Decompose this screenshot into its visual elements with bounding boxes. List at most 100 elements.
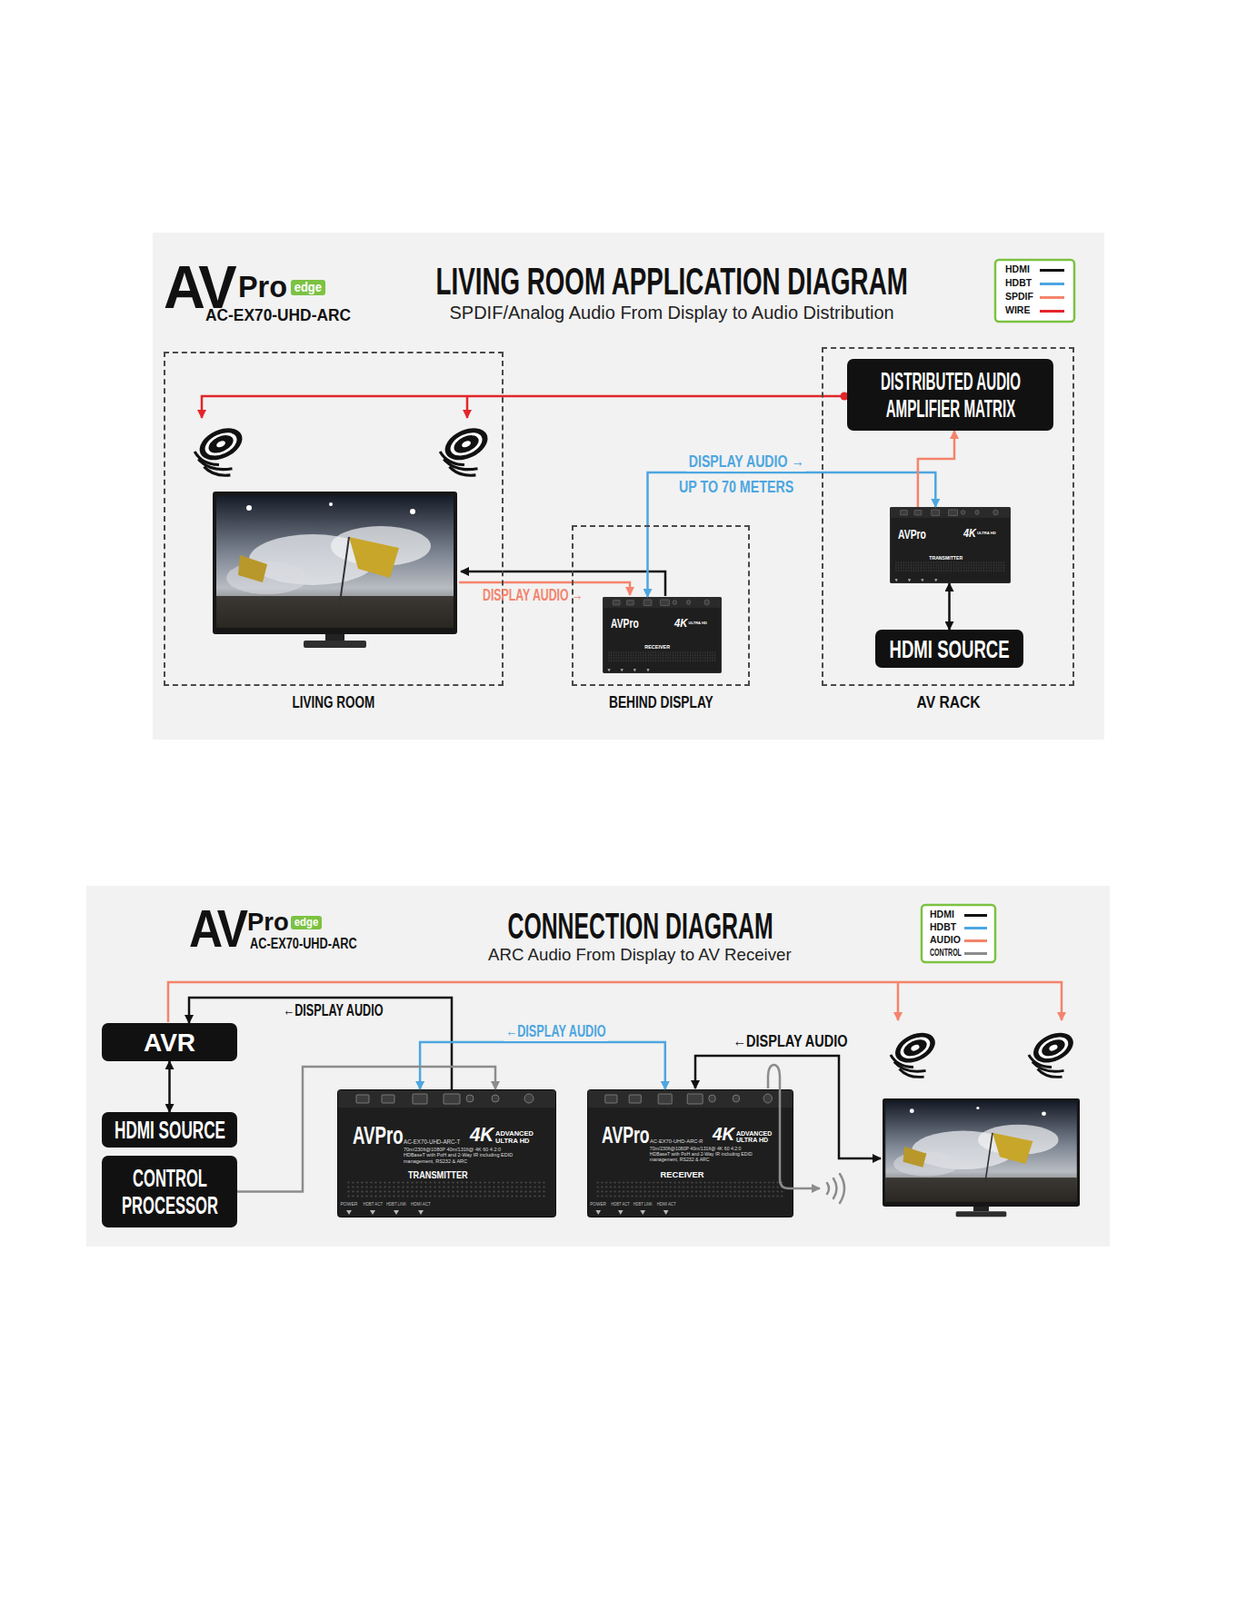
legend-swatch	[964, 939, 988, 943]
device-print: ULTRA HD	[688, 621, 717, 626]
connector	[917, 430, 955, 508]
device-print: HDBT LINK	[633, 1202, 653, 1208]
legend-text: SPDIF	[1005, 291, 1034, 303]
legend-swatch	[1039, 296, 1065, 300]
edge-label: ←DISPLAY AUDIO	[280, 1001, 385, 1021]
legend-text: HDBT	[929, 922, 957, 934]
speaker-wire	[201, 392, 849, 419]
room-region: LIVING ROOM	[163, 351, 504, 687]
device-print: AVPro	[610, 616, 639, 632]
ir-emitter	[839, 1174, 845, 1204]
wire-label: DISPLAY AUDIO →	[482, 586, 583, 606]
display-wire	[897, 982, 900, 1021]
amplifier-box: DISTRIBUTED AUDIO AMPLIFIER MATRIX	[847, 359, 1054, 431]
legend-swatch	[964, 927, 988, 930]
device-print: 4K	[963, 528, 977, 540]
panel	[86, 232, 1110, 1247]
device-print: TRANSMITTER	[408, 1170, 469, 1181]
logo-text: edge	[290, 279, 326, 296]
region-label: LIVING ROOM	[291, 693, 375, 713]
extender-device	[602, 597, 721, 673]
legend-swatch	[964, 952, 988, 956]
legend-swatch	[1039, 309, 1065, 313]
device-print: HDMI ACT	[656, 1202, 676, 1208]
subtitle: SPDIF/Analog Audio From Display to Audio…	[449, 302, 895, 323]
speaker-icon	[439, 421, 493, 476]
receiver-device: AVPro 4KADVANCED ULTRA HD AC-EX70-UHD-ARC-…	[587, 1089, 794, 1218]
legend-text: HDBT	[1005, 278, 1032, 290]
device-print: 4K	[469, 1124, 494, 1147]
logo-text: AV	[189, 899, 246, 958]
diagram-title: LIVING ROOM APPLICATION DIAGRAM	[436, 260, 908, 303]
legend-swatch	[1039, 282, 1065, 286]
receiver-device: AVPro 4KULTRA HD RECEIVER	[602, 597, 722, 674]
device-print: 4K	[674, 618, 688, 630]
model-name: AC-EX70-UHD-ARC	[249, 936, 358, 953]
source-box: HDMI SOURCE	[101, 1112, 238, 1148]
device-print: HDBT ACT	[610, 1202, 630, 1208]
box-label: HDMI SOURCE	[114, 1117, 226, 1145]
device-print: POWER	[589, 1202, 607, 1208]
extender-device	[889, 507, 1010, 583]
extender-device	[338, 1090, 557, 1218]
device-print: AC-EX70-UHD-ARC-R	[649, 1138, 704, 1146]
extender-device	[587, 1090, 793, 1218]
legend-frame	[995, 259, 1075, 322]
extender-device	[338, 507, 1011, 1218]
ir-emitter	[827, 1174, 845, 1204]
device-print: ADVANCED ULTRA HD	[736, 1130, 784, 1145]
legend-text: WIRE	[1005, 305, 1030, 317]
subtitle: ARC Audio From Display to AV Receiver	[488, 946, 792, 966]
speaker-icon	[194, 421, 1078, 1078]
connector	[237, 1067, 496, 1193]
wire-label: ←DISPLAY AUDIO	[732, 1032, 848, 1052]
display-wire	[695, 1056, 881, 1159]
television	[212, 491, 1080, 1218]
region-label: AV RACK	[916, 693, 980, 713]
speaker-icon	[1028, 1027, 1078, 1078]
display-wire	[768, 1065, 820, 1189]
device-print: AVPro	[897, 526, 927, 542]
edge-label: ←DISPLAY AUDIO	[503, 1022, 608, 1042]
television	[212, 491, 458, 649]
panel	[86, 886, 1110, 1247]
panel	[152, 232, 1105, 740]
legend-swatch	[964, 914, 988, 918]
legend-text: CONTROL	[929, 947, 962, 959]
ir-emitter	[827, 1183, 829, 1195]
device-print: AC-EX70-UHD-ARC-T	[403, 1138, 460, 1146]
device-print: ULTRA HD	[977, 531, 1005, 536]
box-label: AVR	[143, 1028, 196, 1058]
box-label: CONTROL PROCESSOR	[108, 1165, 231, 1220]
speaker-wire	[201, 396, 845, 419]
device-print: HDMI ACT	[410, 1202, 431, 1208]
speaker-icon	[890, 1027, 940, 1078]
box-label: HDMI SOURCE	[889, 635, 1010, 664]
box-label: DISTRIBUTED AUDIO AMPLIFIER MATRIX	[853, 368, 1048, 423]
region-label: BEHIND DISPLAY	[608, 693, 713, 713]
legend-text: HDMI	[929, 909, 955, 921]
source-box: HDMI SOURCE	[875, 629, 1024, 669]
diagram-heading: CONNECTION DIAGRAM	[507, 906, 773, 947]
device-print: AVPro	[601, 1122, 649, 1149]
line-note: UP TO 70 METERS	[678, 478, 794, 498]
device-print: RECEIVER	[644, 645, 670, 651]
device-print: 4K	[712, 1124, 735, 1146]
device-print: AVPro	[352, 1122, 404, 1151]
television	[882, 1098, 1080, 1218]
logo-text: edge	[290, 916, 322, 930]
connector	[947, 583, 951, 630]
legend-text: AUDIO	[929, 935, 961, 947]
transmitter-device: AVPro 4KADVANCED ULTRA HD AC-EX70-UHD-ARC-…	[337, 1089, 557, 1218]
display-wire	[168, 982, 1062, 1023]
device-print: ADVANCED ULTRA HD	[495, 1130, 546, 1146]
processor-box: CONTROL PROCESSOR	[101, 1156, 238, 1228]
device-print: 70m/230ft@1080P 40m/131ft@ 4K 60 4:2:0 H…	[403, 1147, 522, 1165]
legend-frame	[921, 905, 996, 963]
room-region: AV RACKDISTRIBUTED AUDIO AMPLIFIER MATRI…	[821, 347, 1075, 687]
speaker-icon	[194, 421, 248, 476]
logo-text: Pro	[238, 270, 288, 304]
connector	[168, 1061, 171, 1113]
